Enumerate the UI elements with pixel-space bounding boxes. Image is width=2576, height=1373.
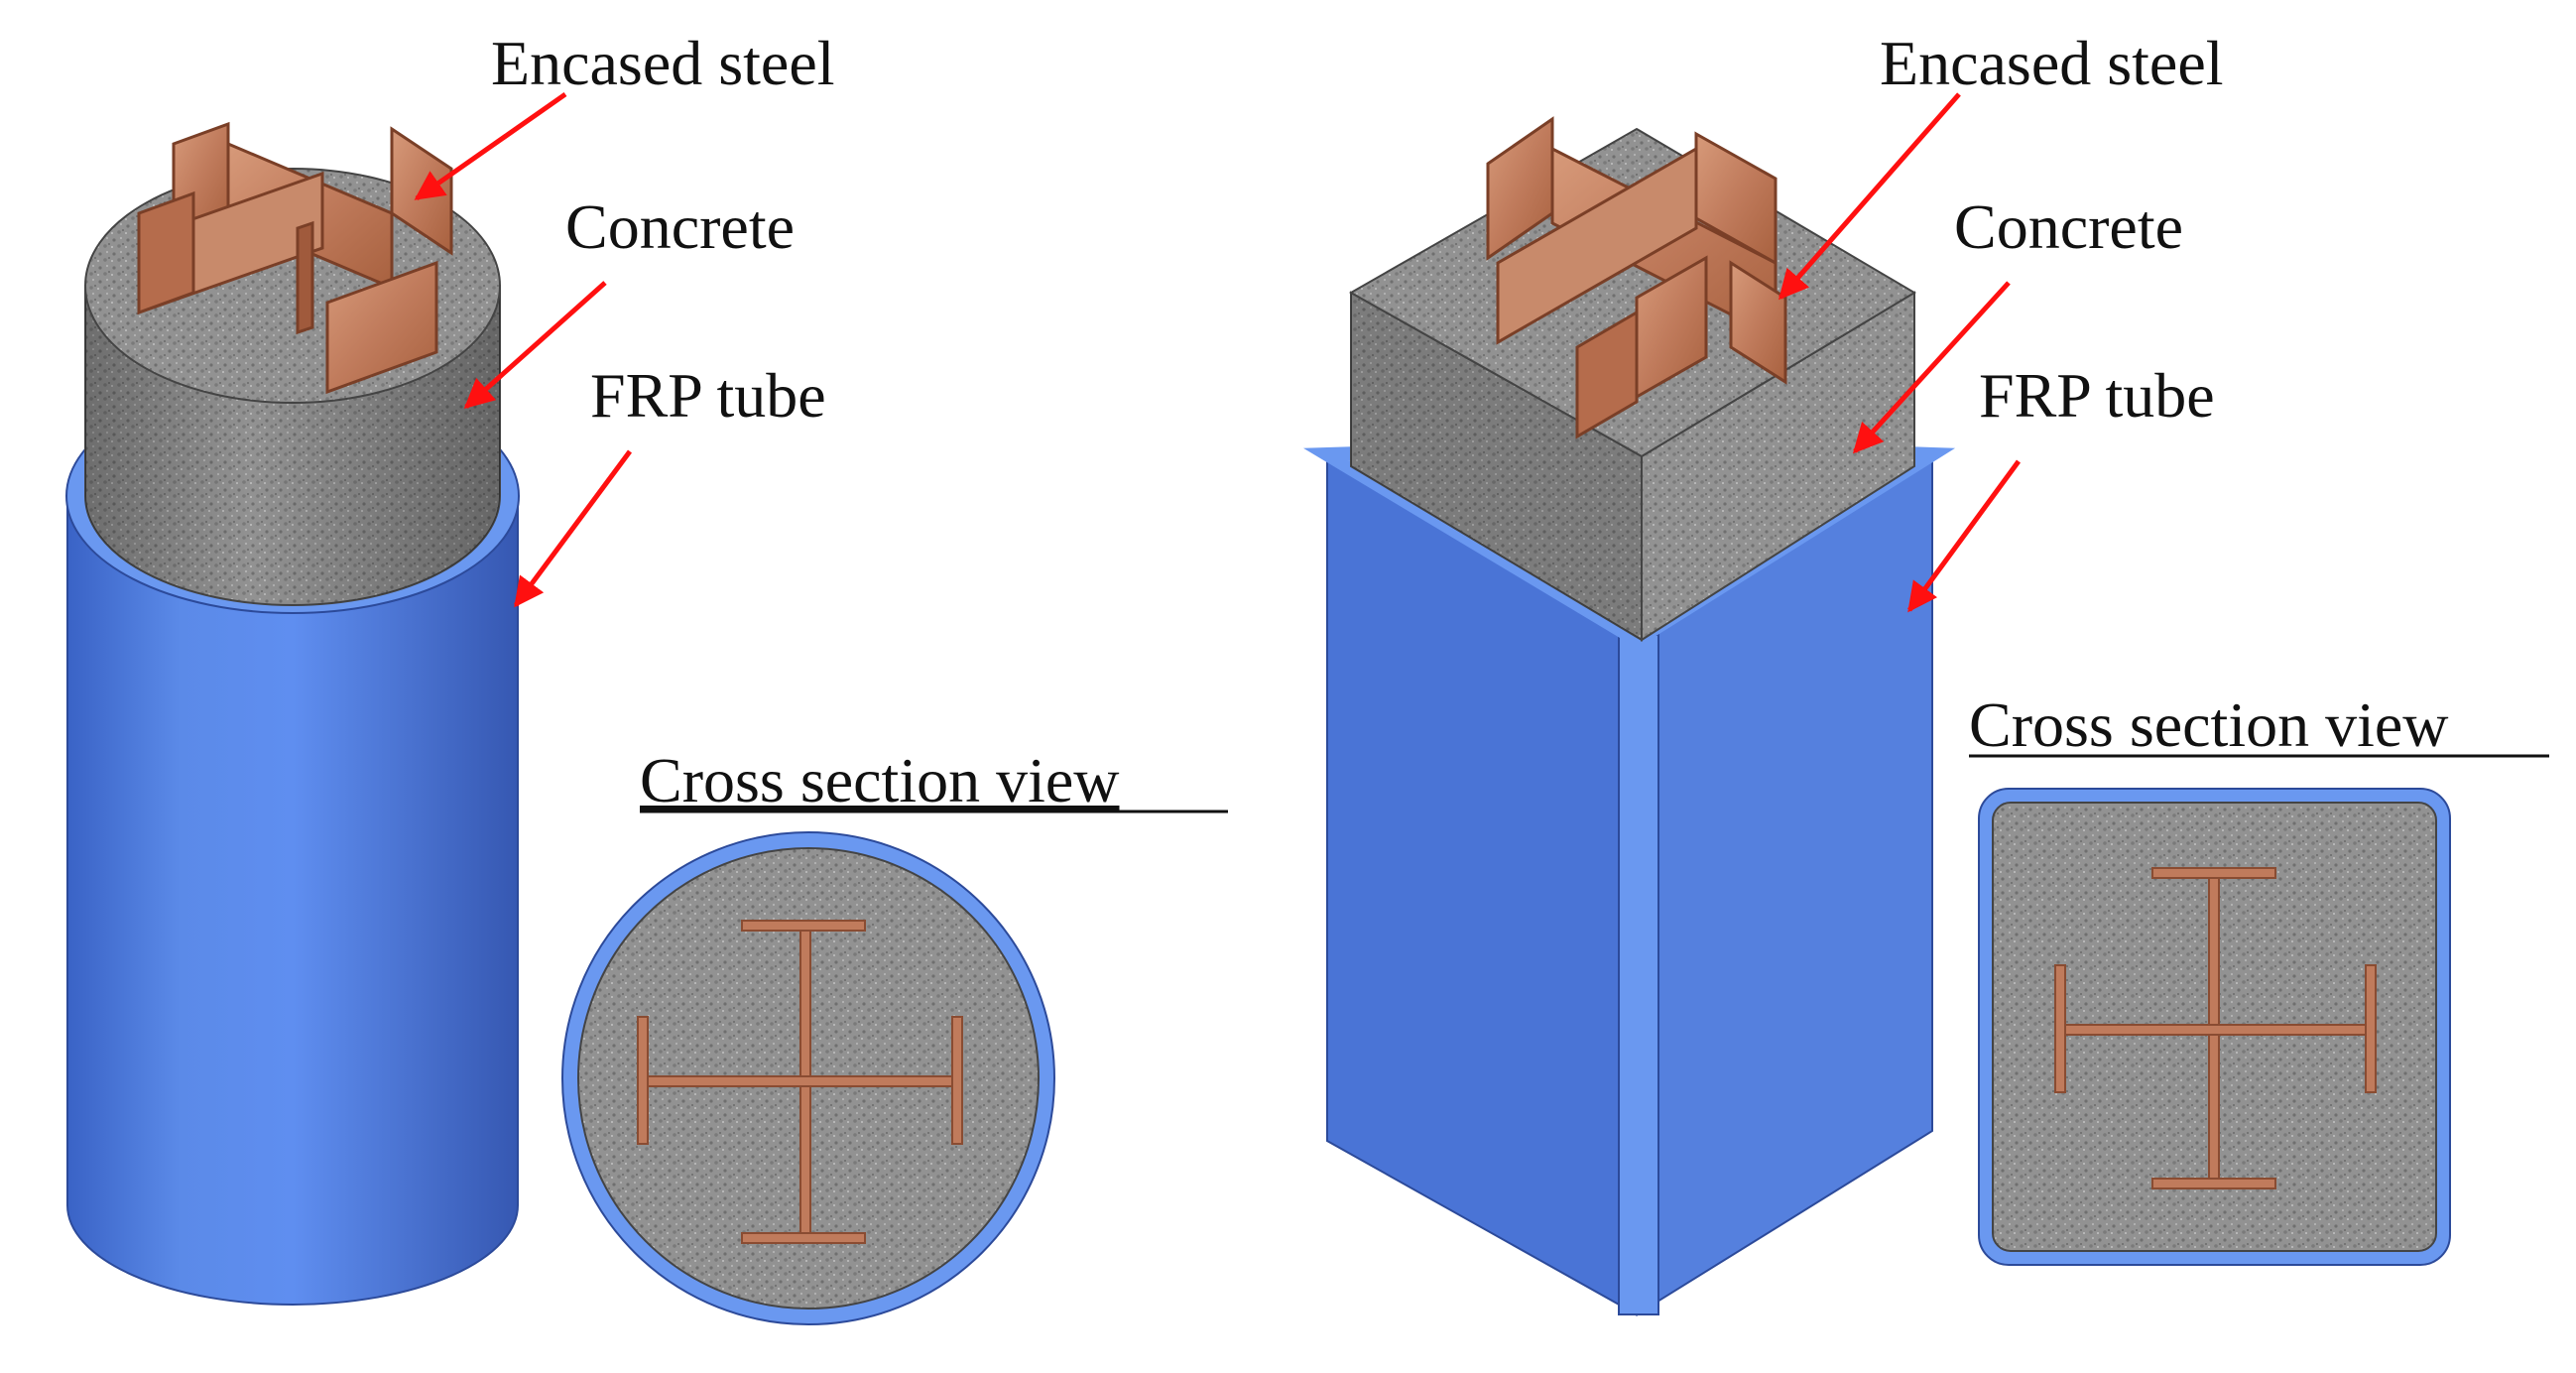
right-square-column: Encased steel Concrete FRP tube Cross se… — [1302, 28, 2549, 1316]
right-label-cross-section: Cross section view — [1969, 689, 2449, 760]
right-label-concrete: Concrete — [1954, 191, 2183, 262]
left-label-frp-tube: FRP tube — [590, 360, 826, 431]
left-cross-section-steel — [637, 920, 963, 1244]
right-label-encased-steel: Encased steel — [1880, 28, 2224, 98]
left-label-encased-steel: Encased steel — [491, 28, 835, 98]
right-arrow-steel — [1779, 92, 1961, 301]
left-arrow-concrete — [463, 281, 607, 409]
right-arrow-concrete — [1852, 281, 2011, 454]
left-circular-column: Encased steel Concrete FRP tube Cross se… — [65, 28, 1228, 1325]
left-label-cross-section: Cross section view — [640, 745, 1120, 815]
left-arrow-steel — [414, 91, 567, 201]
left-label-concrete: Concrete — [565, 191, 795, 262]
left-frp-tube — [66, 500, 519, 1306]
left-arrow-tube — [513, 449, 633, 608]
right-frp-tube-corner — [1618, 634, 1659, 1315]
right-arrow-tube — [1906, 459, 2022, 613]
right-encased-steel — [1486, 116, 1787, 439]
left-encased-steel — [137, 121, 453, 395]
right-cross-section-steel — [2054, 867, 2377, 1189]
right-label-frp-tube: FRP tube — [1979, 360, 2215, 431]
